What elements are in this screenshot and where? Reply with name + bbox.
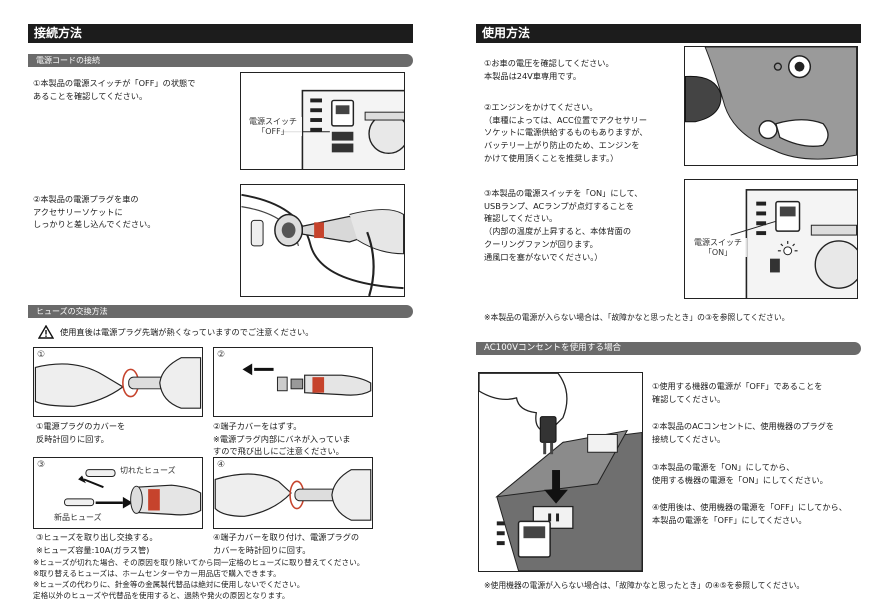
warning-icon bbox=[38, 325, 54, 339]
replace-fuse-illustration bbox=[64, 469, 202, 516]
inverter-front-illustration bbox=[280, 89, 404, 169]
inverter-on-illustration bbox=[730, 189, 857, 298]
fuse-panel-3-photo: ③ 切れたヒューズ 新品ヒューズ bbox=[33, 457, 203, 529]
photo-ignition-key bbox=[684, 46, 858, 166]
usage-note: ※本製品の電源が入らない場合は、「故障かなと思ったとき」の③を参照してください。 bbox=[484, 313, 790, 322]
remove-terminal-cover-illustration bbox=[242, 363, 372, 396]
fuse-panel-1-caption: ①電源プラグのカバーを 反時計回りに回す。 bbox=[36, 421, 126, 444]
ac-note: ※使用機器の電源が入らない場合は、「故障かなと思ったとき」の④⑤を参照してくださ… bbox=[484, 581, 805, 590]
ac-step1-text: ①使用する機器の電源が「OFF」であることを 確認してください。 bbox=[652, 381, 823, 404]
fuse-warning: 使用直後は電源プラグ先端が熱くなっていますのでご注意ください。 bbox=[38, 325, 418, 339]
fuse-panel-4-photo: ④ bbox=[213, 457, 373, 529]
fuse-notes: ※ヒューズが切れた場合、その原因を取り除いてから同一定格のヒューズに取り替えてく… bbox=[33, 558, 365, 600]
panel-1-number: ① bbox=[37, 350, 46, 360]
switch-off-label: 電源スイッチ 「OFF」 bbox=[244, 117, 302, 137]
panel-2-number: ② bbox=[217, 350, 226, 360]
power-cord-header: 電源コードの接続 bbox=[28, 54, 413, 67]
usage-step3-text: ③本製品の電源スイッチを「ON」にして、 USBランプ、ACランプが点灯すること… bbox=[484, 188, 643, 262]
ignition-key-illustration bbox=[685, 47, 857, 160]
blown-fuse-label: 切れたヒューズ bbox=[120, 466, 176, 476]
ac-step3-text: ③本製品の電源を「ON」にしてから、 使用する機器の電源を「ON」にしてください… bbox=[652, 462, 828, 485]
usage-step1-text: ①お車の電圧を確認してください。 本製品は24V車専用です。 bbox=[484, 58, 614, 81]
fuse-panel-2-photo: ② bbox=[213, 347, 373, 417]
fuse-panel-4-caption: ④端子カバーを取り付け、電源プラグの カバーを時計回りに回す。 bbox=[213, 532, 360, 555]
fuse-panel-1-photo: ① bbox=[33, 347, 203, 417]
ac-step2-text: ②本製品のACコンセントに、使用機器のプラグを 接続してください。 bbox=[652, 421, 835, 444]
photo-ac-outlet bbox=[478, 372, 643, 572]
plug-socket-illustration bbox=[241, 193, 404, 296]
panel-4-number: ④ bbox=[217, 460, 226, 470]
section-title-usage: 使用方法 bbox=[476, 24, 861, 43]
usage-step2-text: ②エンジンをかけてください。 （車種によっては、ACC位置でアクセサリー ソケッ… bbox=[484, 102, 648, 163]
switch-on-label: 電源スイッチ 「ON」 bbox=[689, 238, 747, 258]
hands-rotate-cover-illustration bbox=[34, 357, 202, 409]
photo-plug-insert bbox=[240, 184, 405, 297]
photo-inverter-switch-off: 電源スイッチ 「OFF」 bbox=[240, 72, 405, 170]
ac-step4-text: ④使用後は、使用機器の電源を「OFF」にしてから、 本製品の電源を「OFF」にし… bbox=[652, 502, 847, 525]
ac-plug-insert-illustration bbox=[479, 373, 642, 571]
section-title-connection: 接続方法 bbox=[28, 24, 413, 43]
fuse-panel-3-caption: ③ヒューズを取り出し交換する。 ※ヒューズ容量:10A(ガラス管) bbox=[36, 532, 158, 555]
warning-text: 使用直後は電源プラグ先端が熱くなっていますのでご注意ください。 bbox=[60, 326, 314, 337]
fuse-header: ヒューズの交換方法 bbox=[28, 305, 413, 318]
ac-outlet-header: AC100Vコンセントを使用する場合 bbox=[476, 342, 861, 355]
power-step1-text: ①本製品の電源スイッチが「OFF」の状態で あることを確認してください。 bbox=[33, 78, 196, 101]
power-step2-text: ②本製品の電源プラグを車の アクセサリーソケットに しっかりと差し込んでください… bbox=[33, 194, 156, 230]
panel-3-number: ③ bbox=[37, 460, 46, 470]
fuse-panel-2-caption: ②端子カバーをはずす。 ※電源プラグ内部にバネが入っていま すので飛び出しにご注… bbox=[213, 421, 351, 457]
new-fuse-label: 新品ヒューズ bbox=[54, 513, 102, 523]
reattach-cover-illustration bbox=[214, 469, 372, 521]
photo-inverter-switch-on: 電源スイッチ 「ON」 bbox=[684, 179, 858, 299]
